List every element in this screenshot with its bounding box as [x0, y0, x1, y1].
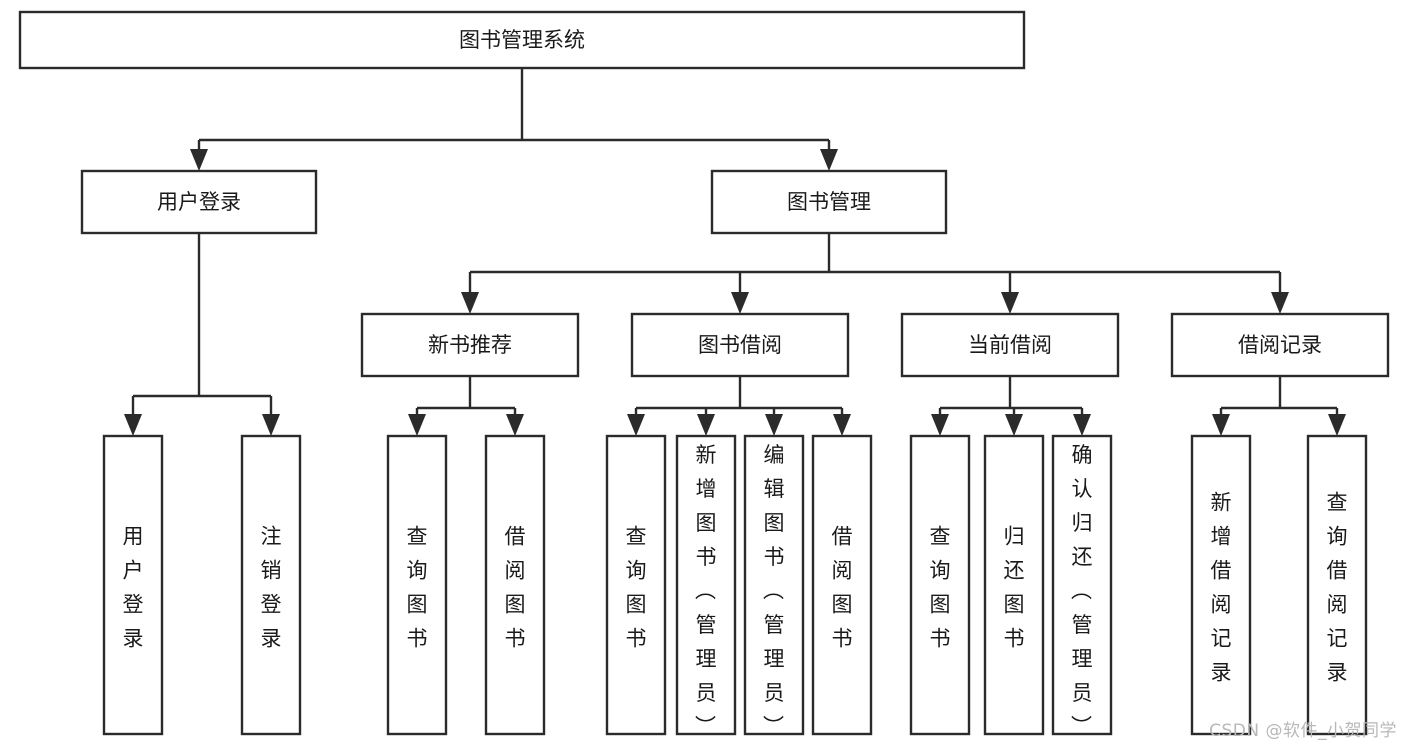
- arrow-head-icon: [1001, 292, 1019, 314]
- node-box-leaf-query-record: [1306, 434, 1368, 736]
- arrow-head-icon: [1212, 414, 1230, 436]
- node-current-borrow[interactable]: 当前借阅: [900, 312, 1120, 378]
- arrow-head-icon: [124, 414, 142, 436]
- watermark-text: CSDN @软件_小贺同学: [1209, 721, 1397, 741]
- node-leaf-query-book-3[interactable]: 查询图书: [909, 434, 971, 736]
- node-box-book-manage: [710, 169, 948, 235]
- node-root[interactable]: 图书管理系统: [18, 10, 1026, 70]
- node-label-leaf-user-logout: 注销登录: [261, 525, 282, 651]
- node-label-leaf-query-record: 查询借阅记录: [1327, 491, 1348, 685]
- node-box-leaf-query-book-1: [386, 434, 448, 736]
- node-box-leaf-user-logout: [240, 434, 302, 736]
- node-box-leaf-borrow-book-1: [484, 434, 546, 736]
- edge-edge-currentborrow-bus: [931, 376, 1091, 436]
- node-box-root: [18, 10, 1026, 70]
- node-label-leaf-borrow-book-2: 借阅图书: [832, 525, 853, 651]
- node-leaf-query-book-2[interactable]: 查询图书: [605, 434, 667, 736]
- node-leaf-borrow-book-1[interactable]: 借阅图书: [484, 434, 546, 736]
- node-leaf-query-record[interactable]: 查询借阅记录: [1306, 434, 1368, 736]
- node-box-leaf-return-book: [983, 434, 1045, 736]
- node-label-leaf-edit-book: 编辑图书（管理员）: [763, 443, 785, 739]
- node-leaf-edit-book[interactable]: 编辑图书（管理员）: [743, 434, 805, 739]
- arrow-head-icon: [262, 414, 280, 436]
- node-label-leaf-query-book-3: 查询图书: [930, 525, 951, 651]
- node-label-leaf-borrow-book-1: 借阅图书: [505, 525, 526, 651]
- edge-edge-bookborrow-bus: [627, 376, 851, 436]
- node-leaf-user-logout[interactable]: 注销登录: [240, 434, 302, 736]
- arrow-head-icon: [408, 414, 426, 436]
- node-box-leaf-query-book-3: [909, 434, 971, 736]
- node-borrow-record[interactable]: 借阅记录: [1170, 312, 1390, 378]
- node-user-login[interactable]: 用户登录: [80, 169, 318, 235]
- node-label-leaf-add-book: 新增图书（管理员）: [695, 443, 717, 739]
- node-label-new-book-recommend: 新书推荐: [428, 333, 512, 357]
- arrow-head-icon: [1073, 414, 1091, 436]
- node-leaf-confirm-return[interactable]: 确认归还（管理员）: [1051, 434, 1113, 739]
- edge-edge-newbook-bus: [408, 376, 524, 436]
- node-label-book-manage: 图书管理: [787, 190, 871, 214]
- node-box-leaf-add-record: [1190, 434, 1252, 736]
- node-leaf-user-login[interactable]: 用户登录: [102, 434, 164, 736]
- node-label-root: 图书管理系统: [459, 28, 585, 52]
- edge-edge-userlogin-bus: [124, 233, 280, 436]
- node-box-leaf-borrow-book-2: [811, 434, 873, 736]
- edge-edge-bookmanage-bus: [461, 233, 1289, 314]
- node-label-current-borrow: 当前借阅: [968, 333, 1052, 357]
- node-label-user-login: 用户登录: [157, 190, 241, 214]
- node-leaf-query-book-1[interactable]: 查询图书: [386, 434, 448, 736]
- node-new-book-recommend[interactable]: 新书推荐: [360, 312, 580, 378]
- arrow-head-icon: [1005, 414, 1023, 436]
- node-leaf-add-book[interactable]: 新增图书（管理员）: [675, 434, 737, 739]
- node-label-leaf-confirm-return: 确认归还（管理员）: [1071, 443, 1093, 739]
- node-box-leaf-add-book: [675, 434, 737, 736]
- node-label-leaf-user-login: 用户登录: [123, 525, 144, 651]
- node-label-leaf-add-record: 新增借阅记录: [1211, 491, 1232, 685]
- nodes-layer: 图书管理系统用户登录图书管理新书推荐图书借阅当前借阅借阅记录用户登录注销登录查询…: [18, 10, 1390, 739]
- node-book-borrow[interactable]: 图书借阅: [630, 312, 850, 378]
- arrow-head-icon: [1328, 414, 1346, 436]
- node-box-leaf-query-book-2: [605, 434, 667, 736]
- node-box-current-borrow: [900, 312, 1120, 378]
- node-label-book-borrow: 图书借阅: [698, 333, 782, 357]
- arrow-head-icon: [731, 292, 749, 314]
- node-leaf-add-record[interactable]: 新增借阅记录: [1190, 434, 1252, 736]
- node-leaf-borrow-book-2[interactable]: 借阅图书: [811, 434, 873, 736]
- edges-layer: [124, 68, 1346, 436]
- node-book-manage[interactable]: 图书管理: [710, 169, 948, 235]
- arrow-head-icon: [190, 149, 208, 171]
- node-label-leaf-query-book-1: 查询图书: [407, 525, 428, 651]
- arrow-head-icon: [506, 414, 524, 436]
- node-box-book-borrow: [630, 312, 850, 378]
- node-box-leaf-edit-book: [743, 434, 805, 736]
- arrow-head-icon: [765, 414, 783, 436]
- arrow-head-icon: [461, 292, 479, 314]
- arrow-head-icon: [697, 414, 715, 436]
- node-box-leaf-user-login: [102, 434, 164, 736]
- node-box-new-book-recommend: [360, 312, 580, 378]
- node-box-leaf-confirm-return: [1051, 434, 1113, 736]
- node-leaf-return-book[interactable]: 归还图书: [983, 434, 1045, 736]
- node-label-leaf-return-book: 归还图书: [1004, 525, 1025, 651]
- arrow-head-icon: [931, 414, 949, 436]
- node-label-borrow-record: 借阅记录: [1238, 333, 1322, 357]
- arrow-head-icon: [833, 414, 851, 436]
- node-box-user-login: [80, 169, 318, 235]
- node-label-leaf-query-book-2: 查询图书: [626, 525, 647, 651]
- arrow-head-icon: [820, 149, 838, 171]
- arrow-head-icon: [1271, 292, 1289, 314]
- arrow-head-icon: [627, 414, 645, 436]
- node-box-borrow-record: [1170, 312, 1390, 378]
- edge-edge-root-bus: [190, 68, 838, 171]
- edge-edge-borrowrecord-bus: [1212, 376, 1346, 436]
